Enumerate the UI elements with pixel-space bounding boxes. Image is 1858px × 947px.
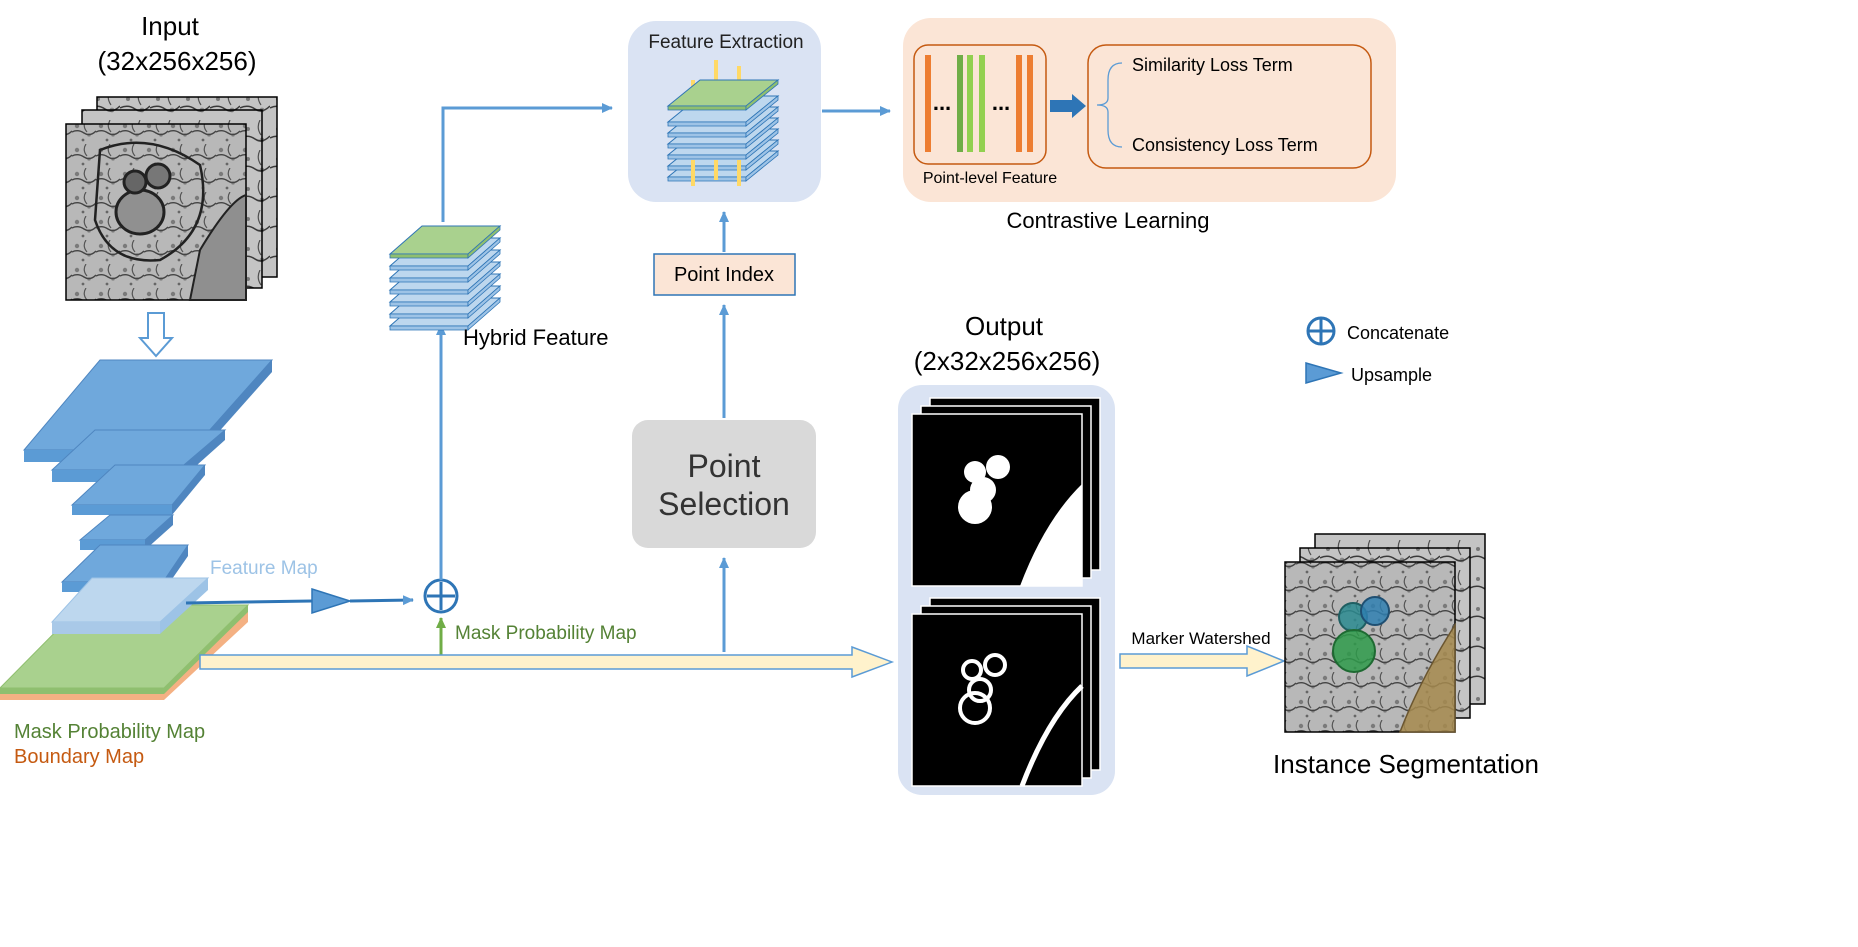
- concatenate-icon: [423, 578, 459, 614]
- instance-segmentation-stack: [1284, 533, 1486, 733]
- feature-dots-1: ...: [933, 90, 951, 115]
- point-feature-box: [913, 44, 1047, 165]
- contrastive-learning-title: Contrastive Learning: [1006, 208, 1209, 233]
- point-index-box: [653, 253, 796, 296]
- boundary-map-label: Boundary Map: [14, 746, 144, 768]
- point-selection-line1: Point: [688, 448, 761, 484]
- input-dims: (32x256x256): [98, 46, 257, 76]
- marker-watershed-label: Marker Watershed: [1131, 629, 1270, 648]
- watershed-arrow: [1119, 644, 1286, 678]
- feature-map-line: [185, 599, 313, 605]
- feature-extraction-label: Feature Extraction: [648, 32, 803, 53]
- loss-terms-box: [1087, 44, 1372, 169]
- main-flow-arrow: [199, 645, 895, 679]
- contrastive-learning-box: [903, 18, 1396, 202]
- point-selection-box: [632, 420, 816, 548]
- hybrid-feature-label: Hybrid Feature: [463, 325, 609, 350]
- consistency-loss-label: Consistency Loss Term: [1132, 135, 1318, 155]
- input-title: Input: [141, 11, 200, 41]
- hybrid-to-fe-arrow: [441, 103, 613, 222]
- instance-segmentation-label: Instance Segmentation: [1273, 749, 1539, 779]
- feature-map-label: Feature Map: [210, 558, 318, 579]
- output-boundary-stack: [911, 597, 1101, 787]
- point-index-label: Point Index: [674, 264, 774, 286]
- output-dims: (2x32x256x256): [914, 346, 1100, 376]
- input-em-stack: [65, 96, 278, 301]
- legend-concatenate-label: Concatenate: [1347, 323, 1449, 343]
- point-selection-line2: Selection: [658, 486, 790, 522]
- mask-probability-map-label: Mask Probability Map: [14, 721, 205, 743]
- output-title: Output: [965, 311, 1044, 341]
- hybrid-feature-stack: [388, 225, 502, 331]
- similarity-loss-label: Similarity Loss Term: [1132, 55, 1293, 75]
- feature-to-loss-arrow: [1050, 94, 1086, 118]
- upsample-to-concat-line: [349, 595, 414, 606]
- legend-upsample-label: Upsample: [1351, 365, 1432, 385]
- point-level-feature-bars: [925, 55, 1033, 152]
- output-mask-stack: [911, 397, 1101, 587]
- encoder-layers: [0, 359, 274, 700]
- feature-dots-2: ...: [992, 90, 1010, 115]
- hybrid-mask-label: Mask Probability Map: [455, 623, 637, 644]
- upsample-arrow: [311, 587, 353, 615]
- legend-upsample-icon: [1305, 362, 1344, 384]
- legend-concatenate-icon: [1306, 316, 1336, 346]
- point-level-feature-label: Point-level Feature: [923, 170, 1057, 187]
- loss-brace: [1096, 62, 1123, 148]
- feature-extraction-stack: [666, 60, 780, 186]
- input-down-arrow: [137, 312, 175, 358]
